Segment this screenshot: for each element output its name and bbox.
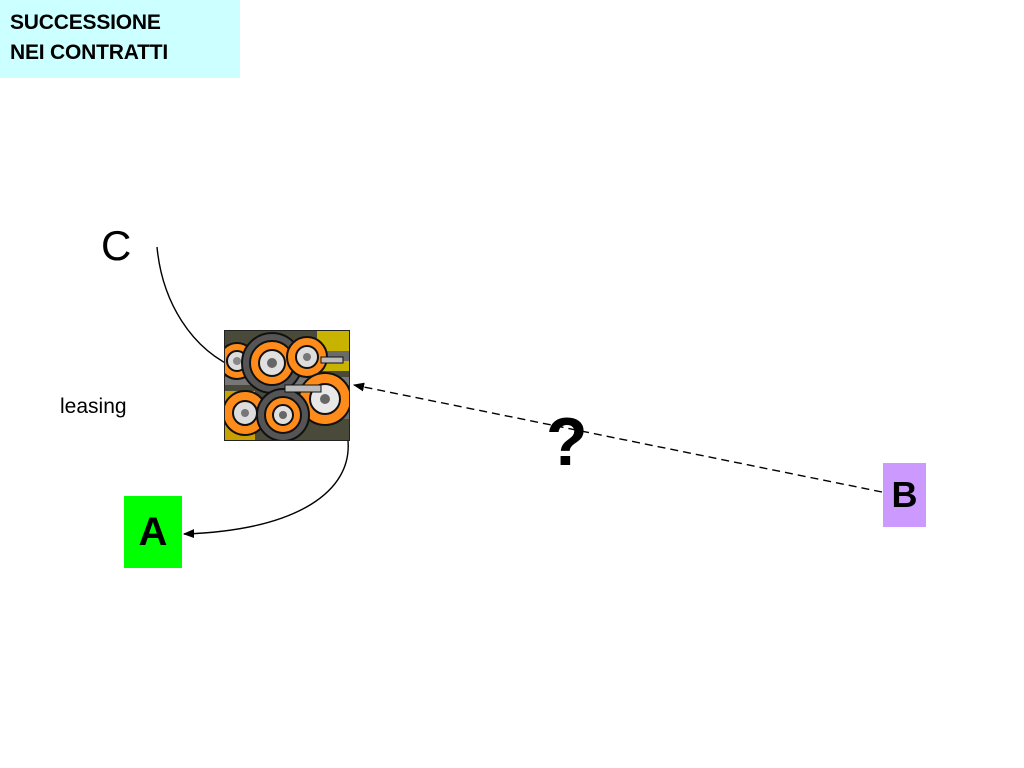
title-line-2: NEI CONTRATTI [10, 41, 168, 64]
node-a-label: A [138, 509, 168, 554]
dashed-arrow-b-to-machine [352, 382, 883, 493]
node-b-label: B [891, 474, 918, 515]
node-c-label: C [101, 222, 132, 269]
node-a-box: A [124, 496, 182, 568]
title-line-1: SUCCESSIONE [10, 11, 161, 34]
node-b-box: B [883, 463, 926, 527]
machinery-gears-icon [224, 330, 350, 441]
arrow-machine-to-a [182, 440, 349, 539]
slide-title: SUCCESSIONE NEI CONTRATTI [0, 0, 240, 78]
leasing-label: leasing [60, 395, 127, 418]
question-mark: ? [546, 404, 588, 480]
